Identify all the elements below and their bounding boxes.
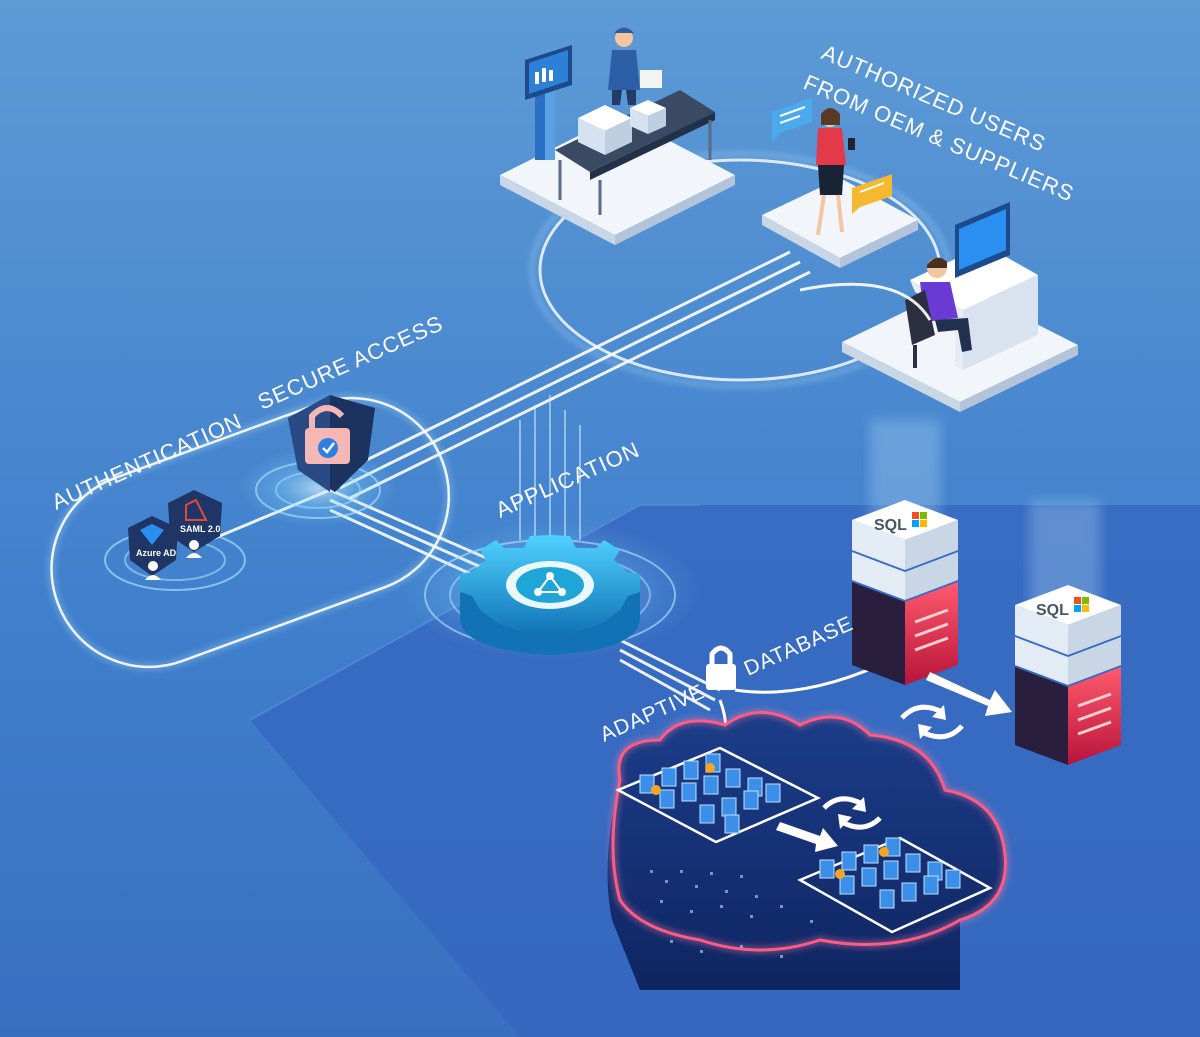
- sql-server-1-label: SQL: [874, 517, 907, 534]
- saml-badge-label: SAML 2.0: [180, 524, 220, 534]
- sql-server-2-label: SQL: [1036, 602, 1069, 619]
- azure-badge-label: Azure AD: [136, 548, 177, 558]
- gear-icon: [460, 535, 640, 655]
